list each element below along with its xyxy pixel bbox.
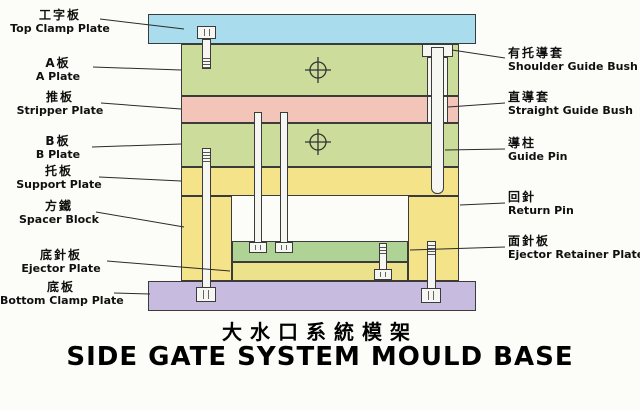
- label-support-plate-en: Support Plate: [16, 178, 102, 191]
- label-support-plate-cn: 托板: [44, 164, 73, 178]
- label-return-pin-cn: 回針: [508, 190, 537, 204]
- label-ejector-plate: 底針板 Ejector Plate: [4, 248, 118, 275]
- stripper-plate: [181, 96, 459, 123]
- label-b-plate-cn: B板: [45, 134, 71, 148]
- right-screw-threads: [428, 243, 435, 255]
- label-spacer-block: 方鐵 Spacer Block: [4, 199, 114, 226]
- diagram-title-en: SIDE GATE SYSTEM MOULD BASE: [66, 342, 574, 372]
- left-screw-head: [196, 287, 216, 302]
- label-a-plate: A板 A Plate: [4, 56, 112, 83]
- ejector-pin-head: [275, 242, 293, 253]
- label-straight-guide-bush: 直導套 Straight Guide Bush: [508, 90, 638, 117]
- ejector-screw-threads: [380, 245, 386, 255]
- label-b-plate-en: B Plate: [35, 148, 81, 161]
- label-shoulder-guide-bush-cn: 有托導套: [508, 46, 565, 60]
- label-a-plate-en: A Plate: [35, 70, 81, 83]
- support-plate: [181, 167, 459, 196]
- label-a-plate-cn: A板: [45, 56, 71, 70]
- label-return-pin-en: Return Pin: [508, 204, 574, 217]
- left-screw-shaft: [202, 148, 211, 288]
- label-guide-pin-en: Guide Pin: [508, 150, 568, 163]
- label-stripper-plate-en: Stripper Plate: [16, 104, 104, 117]
- ejector-screw-head: [374, 269, 392, 280]
- label-return-pin: 回針 Return Pin: [508, 190, 638, 217]
- right-screw-head: [421, 288, 441, 303]
- label-support-plate: 托板 Support Plate: [4, 164, 114, 191]
- label-ejector-retainer-plate: 面針板 Ejector Retainer Plate: [508, 234, 640, 261]
- top-screw-threads: [203, 56, 210, 68]
- label-ejector-plate-cn: 底針板: [39, 248, 82, 262]
- label-shoulder-guide-bush-en: Shoulder Guide Bush: [508, 60, 638, 73]
- ejector-pin-shaft: [280, 112, 288, 243]
- label-guide-pin-cn: 導柱: [508, 136, 537, 150]
- top-screw-head: [197, 26, 216, 39]
- label-ejector-retainer-plate-cn: 面針板: [508, 234, 551, 248]
- guide-pin: [431, 47, 444, 194]
- top-screw-shaft: [202, 39, 211, 69]
- label-top-clamp-plate-en: Top Clamp Plate: [10, 22, 110, 35]
- ejector-plate: [232, 262, 408, 281]
- left-screw-threads: [203, 150, 210, 164]
- return-pin-head: [249, 242, 267, 253]
- b-plate: [181, 123, 459, 167]
- label-bottom-clamp-plate: 底板 Bottom Clamp Plate: [0, 280, 124, 307]
- a-plate: [181, 44, 459, 96]
- label-stripper-plate-cn: 推板: [45, 90, 74, 104]
- label-top-clamp-plate: 工字板 Top Clamp Plate: [4, 8, 116, 35]
- label-stripper-plate: 推板 Stripper Plate: [4, 90, 116, 117]
- label-spacer-block-en: Spacer Block: [18, 213, 99, 226]
- label-bottom-clamp-plate-en: Bottom Clamp Plate: [0, 294, 124, 307]
- label-b-plate: B板 B Plate: [4, 134, 112, 161]
- diagram-title-cn: 大水口系統模架: [222, 320, 418, 344]
- label-bottom-clamp-plate-cn: 底板: [46, 280, 75, 294]
- label-top-clamp-plate-cn: 工字板: [38, 8, 81, 22]
- label-ejector-plate-en: Ejector Plate: [21, 262, 101, 275]
- return-pin-shaft: [254, 112, 262, 243]
- label-guide-pin: 導柱 Guide Pin: [508, 136, 638, 163]
- label-ejector-retainer-plate-en: Ejector Retainer Plate: [508, 248, 640, 261]
- label-straight-guide-bush-en: Straight Guide Bush: [508, 104, 633, 117]
- label-shoulder-guide-bush: 有托導套 Shoulder Guide Bush: [508, 46, 638, 73]
- label-spacer-block-cn: 方鐵: [44, 199, 73, 213]
- label-straight-guide-bush-cn: 直導套: [508, 90, 551, 104]
